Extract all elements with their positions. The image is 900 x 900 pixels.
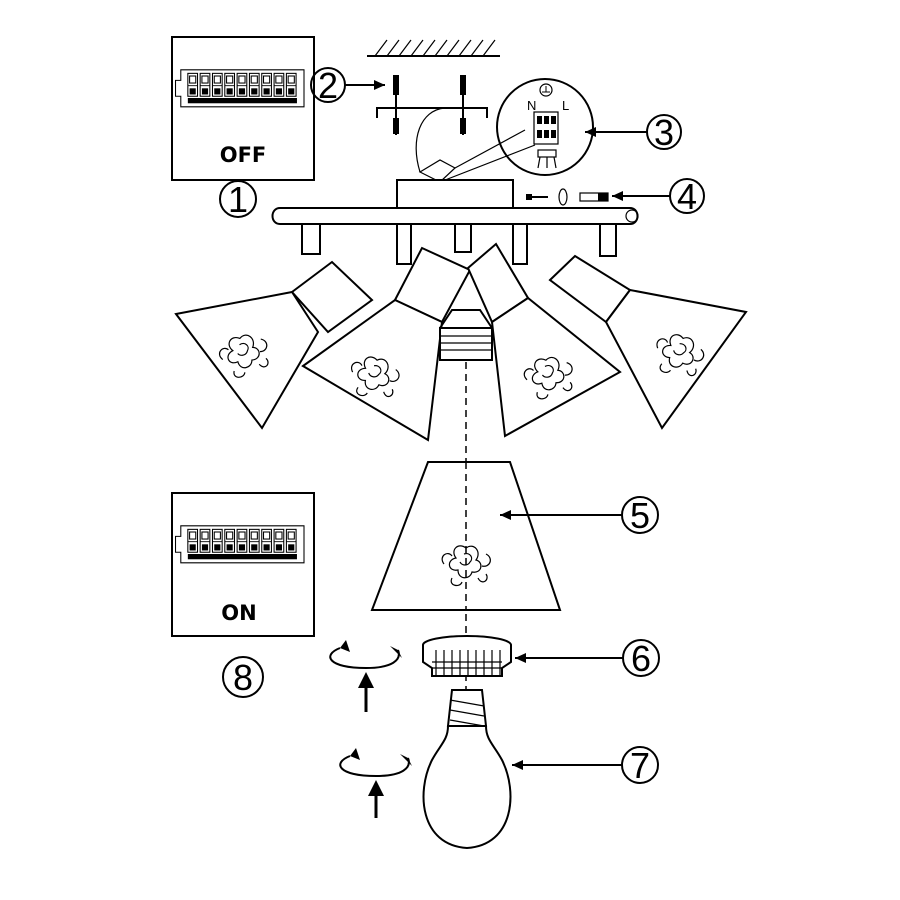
callout-1: 1: [219, 179, 257, 220]
ground-symbol-icon: [539, 83, 553, 97]
breaker-panel-on: ON: [171, 492, 315, 637]
callout-6-number: 6: [631, 638, 651, 679]
callout-7-number: 7: [630, 745, 650, 786]
callout-5-number: 5: [630, 495, 650, 536]
arm-stems: [301, 223, 617, 265]
off-label: OFF: [220, 143, 267, 167]
callout-3-number: 3: [654, 112, 674, 153]
callout-4: 4: [612, 176, 705, 217]
callout-6: 6: [515, 638, 660, 679]
wiring: [415, 107, 536, 183]
callout-7: 7: [512, 745, 659, 786]
spot-lamp-2: [301, 246, 472, 442]
ceiling: [367, 39, 500, 57]
retaining-ring: [422, 635, 512, 677]
spot-lamp-4: [548, 254, 748, 430]
terminal-detail: N L: [496, 78, 594, 176]
callout-4-number: 4: [677, 176, 697, 217]
breaker-panel-icon: [176, 70, 304, 107]
canopy: [271, 179, 639, 225]
callout-8: 8: [222, 656, 264, 698]
callout-8-number: 8: [233, 657, 253, 698]
breaker-panel-icon: [176, 526, 304, 563]
breaker-panel-off: OFF: [171, 36, 315, 181]
spot-lamp-3: [466, 242, 622, 438]
spot-lamp-1: [174, 260, 374, 430]
glass-shade: [370, 461, 562, 611]
on-label: ON: [221, 601, 256, 625]
center-socket: [439, 309, 493, 361]
side-screw: [526, 188, 609, 206]
callout-3: 3: [585, 112, 682, 153]
rotate-arrow-icon: [329, 640, 402, 712]
callout-2: 2: [310, 65, 385, 106]
neutral-label: N: [527, 98, 536, 113]
callout-2-number: 2: [318, 65, 338, 106]
light-bulb: [422, 689, 512, 850]
rotate-arrow-icon: [339, 748, 412, 818]
callout-1-number: 1: [228, 179, 248, 220]
live-label: L: [562, 98, 569, 113]
mounting-plate: [376, 75, 488, 135]
callout-5: 5: [500, 495, 659, 536]
